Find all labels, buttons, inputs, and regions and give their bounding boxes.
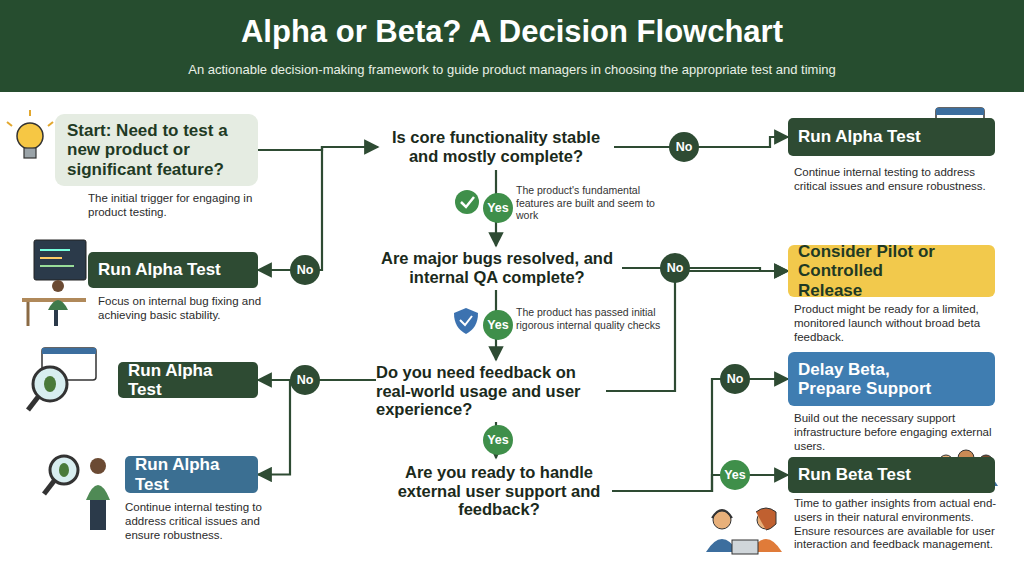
start-box: Start: Need to test a new product or sig… [55, 114, 258, 186]
bug-magnifier-icon [28, 348, 96, 410]
branch-label: Yes [483, 193, 513, 223]
decision-question: Is core functionality stable and mostly … [378, 124, 614, 170]
subtitle: An actionable decision-making framework … [0, 62, 1024, 78]
connector-arrow [258, 380, 376, 475]
branch-label: Yes [483, 310, 513, 340]
node-heading: Run Alpha Test [798, 127, 921, 146]
action-box: Run Alpha TestContinue internal testing … [125, 456, 258, 493]
node-heading: Run Alpha Test [98, 260, 221, 279]
node-heading: Is core functionality stable and mostly … [378, 128, 614, 165]
node-heading: Run Alpha Test [135, 455, 248, 493]
node-heading: Consider Pilot or Controlled Release [798, 242, 950, 300]
connector-arrow [612, 475, 788, 491]
node-description: Time to gather insights from actual end-… [794, 497, 1004, 552]
node-heading: Start: Need to test a new product or sig… [67, 121, 246, 179]
tester-icon [44, 456, 110, 530]
branch-label: Yes [483, 425, 513, 455]
decision-question: Are major bugs resolved, and internal QA… [372, 246, 622, 290]
decision-question: Are you ready to handle external user su… [386, 458, 612, 524]
node-description: Continue internal testing to address cri… [125, 501, 290, 542]
check-icon [455, 190, 479, 214]
developer-icon [22, 240, 86, 326]
node-heading: Run Beta Test [798, 465, 911, 484]
node-heading: Run Alpha Test [128, 361, 248, 399]
shield-icon [454, 308, 478, 334]
support-agents-icon [706, 508, 782, 554]
connector-arrow [612, 379, 788, 491]
node-description: The initial trigger for engaging in prod… [88, 192, 263, 220]
node-heading: Are you ready to handle external user su… [386, 463, 612, 519]
action-box: Run Beta TestTime to gather insights fro… [788, 457, 995, 493]
node-heading: Are major bugs resolved, and internal QA… [372, 249, 622, 286]
annotation-note: The product has passed initial rigorous … [516, 306, 666, 331]
node-description: Product might be ready for a limited, mo… [794, 303, 1004, 344]
connector-arrow [258, 147, 378, 270]
branch-label: No [290, 255, 320, 285]
node-description: Build out the necessary support infrastr… [794, 412, 999, 453]
branch-label: Yes [720, 460, 750, 490]
node-description: Focus on internal bug fixing and achievi… [98, 295, 268, 323]
branch-label: No [669, 132, 699, 162]
action-box: Run Alpha TestFocus on internal bug fixi… [88, 252, 258, 288]
lightbulb-icon [7, 110, 53, 158]
action-box: Consider Pilot or Controlled ReleaseProd… [788, 245, 995, 297]
connector-arrow [606, 271, 788, 391]
action-box: Delay Beta, Prepare SupportBuild out the… [788, 352, 995, 406]
title: Alpha or Beta? A Decision Flowchart [0, 14, 1024, 50]
decision-question: Do you need feedback on real-world usage… [376, 360, 606, 422]
action-box: Run Alpha TestContinue internal testing … [788, 118, 995, 156]
node-heading: Delay Beta, Prepare Support [798, 360, 950, 398]
branch-label: No [660, 253, 690, 283]
branch-label: No [720, 364, 750, 394]
annotation-note: The product's fundamental features are b… [516, 184, 666, 222]
action-box: Run Alpha Test [118, 362, 258, 398]
node-heading: Do you need feedback on real-world usage… [376, 363, 606, 419]
node-description: Continue internal testing to address cri… [794, 166, 1004, 194]
branch-label: No [290, 365, 320, 395]
connector-arrow [614, 137, 788, 147]
